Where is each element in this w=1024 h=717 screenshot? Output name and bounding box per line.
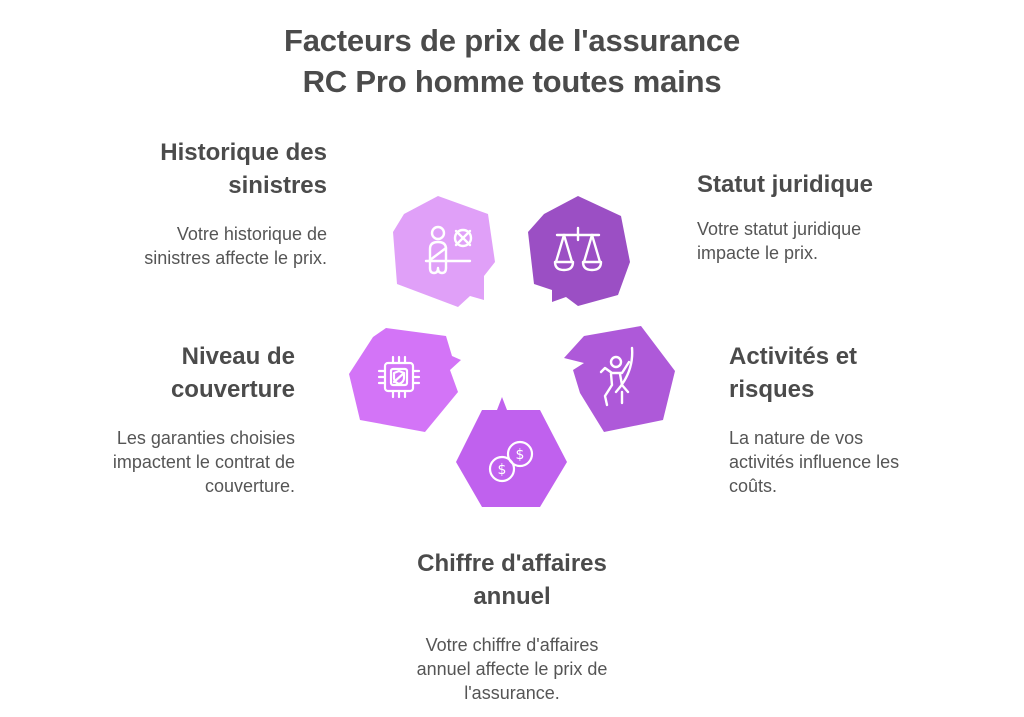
hexagon-chiffre: $ $ — [456, 397, 567, 507]
hexagon-historique-shape — [393, 196, 495, 307]
factor-chiffre: Chiffre d'affaires annuel Votre chiffre … — [362, 547, 662, 705]
title-line-1: Facteurs de prix de l'assurance — [283, 23, 741, 58]
factor-historique-description: Votre historique de sinistres affecte le… — [67, 222, 327, 270]
factor-activites-description: La nature de vos activités influence les… — [729, 426, 989, 498]
factor-activites: Activités et risques La nature de vos ac… — [729, 340, 989, 498]
factor-chiffre-description: Votre chiffre d'affaires annuel affecte … — [362, 633, 662, 705]
factor-statut-heading: Statut juridique — [697, 168, 957, 201]
hexagon-couverture — [349, 328, 461, 432]
description-line: annuel affecte le prix de — [416, 659, 608, 679]
description-line: Les garanties choisies — [116, 428, 295, 448]
description-line: La nature de vos — [729, 428, 864, 448]
factor-couverture: Niveau de couverture Les garanties chois… — [35, 340, 295, 498]
shield-chip-icon — [377, 355, 421, 399]
description-line: impactent le contrat de — [112, 452, 295, 472]
coins-dollar-icon: $ $ — [488, 440, 534, 483]
scales-icon — [553, 226, 603, 272]
heading-line: annuel — [473, 583, 551, 610]
factor-statut: Statut juridique Votre statut juridique … — [697, 168, 957, 265]
hexagon-historique — [393, 196, 495, 307]
description-line: Votre historique de — [176, 224, 327, 244]
svg-text:$: $ — [516, 447, 525, 463]
title-line-2: RC Pro homme toutes mains — [302, 64, 722, 99]
heading-line: sinistres — [228, 172, 327, 199]
description-line: Votre chiffre d'affaires — [425, 635, 599, 655]
svg-text:$: $ — [498, 462, 507, 478]
heading-line: Chiffre d'affaires — [417, 550, 607, 577]
climber-icon — [599, 346, 634, 407]
hexagon-statut-shape — [528, 196, 630, 306]
factor-activites-heading: Activités et risques — [729, 340, 989, 406]
factor-couverture-description: Les garanties choisies impactent le cont… — [35, 426, 295, 498]
person-cancel-icon — [424, 225, 473, 275]
factor-historique: Historique des sinistres Votre historiqu… — [67, 136, 327, 270]
description-line: Votre statut juridique — [697, 219, 862, 239]
description-line: activités influence les — [729, 452, 900, 472]
heading-line: Statut juridique — [697, 171, 873, 198]
heading-line: Niveau de — [181, 343, 295, 370]
factor-chiffre-heading: Chiffre d'affaires annuel — [362, 547, 662, 613]
description-line: impacte le prix. — [697, 243, 819, 263]
description-line: couverture. — [204, 476, 295, 496]
description-line: coûts. — [729, 476, 778, 496]
hexagon-couverture-shape — [349, 328, 461, 432]
heading-line: couverture — [170, 376, 295, 403]
description-line: sinistres affecte le prix. — [144, 248, 327, 268]
hexagon-activites — [564, 326, 675, 432]
hexagon-chiffre-shape — [456, 397, 567, 507]
factor-statut-description: Votre statut juridique impacte le prix. — [697, 217, 957, 265]
diagram-title: Facteurs de prix de l'assurance RC Pro h… — [0, 20, 1024, 102]
hexagon-activites-shape — [564, 326, 675, 432]
heading-line: Historique des — [160, 139, 327, 166]
description-line: l'assurance. — [464, 683, 560, 703]
heading-line: risques — [729, 376, 815, 403]
heading-line: Activités et — [729, 343, 858, 370]
hexagon-statut — [528, 196, 630, 306]
factor-couverture-heading: Niveau de couverture — [35, 340, 295, 406]
factor-historique-heading: Historique des sinistres — [67, 136, 327, 202]
